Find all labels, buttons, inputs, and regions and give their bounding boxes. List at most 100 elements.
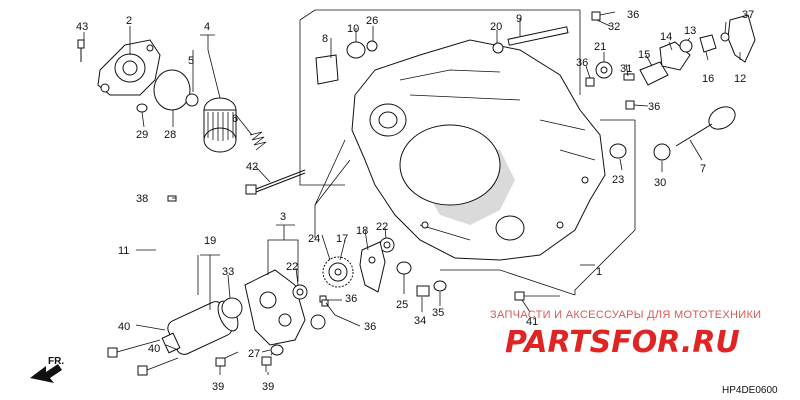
bolt-40a: [107, 339, 161, 358]
callout-41: 41: [526, 316, 538, 328]
callout-29: 29: [136, 129, 148, 141]
callout-31: 31: [620, 63, 632, 75]
arm-18: [359, 241, 386, 293]
callout-36d: 36: [345, 293, 357, 305]
washer-37: [720, 32, 730, 42]
washer-20: [492, 42, 504, 54]
bearing-23: [609, 143, 627, 159]
seal-10: [346, 41, 366, 59]
nut-34: [416, 285, 430, 297]
direction-label: FR.: [48, 356, 64, 367]
callout-24: 24: [308, 233, 320, 245]
watermark-logo: PARTSFOR.RU: [505, 325, 740, 360]
bolt-40b: [137, 357, 179, 376]
callout-8: 8: [322, 33, 328, 45]
callout-17: 17: [336, 233, 348, 245]
diagram-code: HP4DE0600: [722, 385, 778, 396]
callout-36a: 36: [627, 9, 639, 21]
o-ring-28: [153, 69, 191, 111]
washer-26: [366, 40, 378, 52]
callout-36c: 36: [648, 101, 660, 113]
callout-22b: 22: [376, 221, 388, 233]
bearing-22b: [310, 314, 326, 330]
arrow-left-icon: [30, 364, 62, 383]
o-ring-30: [653, 143, 671, 161]
switch-15: [639, 61, 669, 86]
shaft-9: [507, 26, 569, 46]
dipstick-7: [675, 106, 736, 147]
part-16: [699, 34, 717, 53]
gear-17: [322, 256, 354, 288]
pin-36b: [585, 77, 595, 87]
o-ring-5: [185, 93, 199, 107]
callout-27: 27: [248, 348, 260, 360]
callout-11: 11: [118, 245, 129, 257]
watermark: ЗАПЧАСТИ И АКСЕССУАРЫ ДЛЯ МОТОТЕХНИКИ PA…: [490, 309, 761, 360]
spring-6: [249, 131, 267, 151]
callout-36b: 36: [576, 57, 588, 69]
callout-1: 1: [596, 266, 602, 278]
callout-4: 4: [204, 21, 210, 33]
callout-16: 16: [702, 73, 714, 85]
callout-6: 6: [232, 113, 238, 125]
washer-35: [433, 280, 447, 292]
crankcase-cover: [351, 39, 606, 261]
callout-15: 15: [638, 49, 650, 61]
callout-35: 35: [432, 307, 444, 319]
callout-28: 28: [164, 129, 176, 141]
callout-33: 33: [222, 266, 234, 278]
callout-39b: 39: [262, 381, 274, 393]
callout-39a: 39: [212, 381, 224, 393]
callout-42: 42: [246, 161, 258, 173]
callout-14: 14: [660, 31, 672, 43]
callout-5: 5: [188, 55, 194, 67]
bolt-43: [77, 39, 85, 62]
callout-30: 30: [654, 177, 666, 189]
callout-40b: 40: [148, 343, 160, 355]
callout-32: 32: [608, 21, 620, 33]
washer-31: [623, 73, 635, 81]
bolt-39a: [215, 351, 239, 372]
callout-21: 21: [594, 41, 606, 53]
callout-2: 2: [126, 15, 132, 27]
callout-38: 38: [136, 193, 148, 205]
callout-26: 26: [366, 15, 378, 27]
callout-labels: 1 2 3 4 5 6 7 8 9 10 11 12 13 14 15 16 1…: [76, 9, 754, 393]
washer-29: [136, 103, 148, 113]
pin-36d: [591, 11, 601, 21]
front-direction-indicator: FR.: [30, 356, 64, 383]
bolt-41: [514, 291, 560, 301]
callout-9: 9: [516, 13, 522, 25]
washer-27: [270, 344, 284, 356]
bolt-42: [245, 169, 306, 195]
o-ring-13: [679, 39, 693, 53]
callout-19: 19: [204, 235, 216, 247]
callout-3: 3: [280, 211, 286, 223]
callout-23: 23: [612, 174, 624, 186]
part-8: [315, 54, 339, 85]
cover-12: [727, 14, 756, 63]
callout-34: 34: [414, 315, 426, 327]
callout-37: 37: [742, 9, 754, 21]
leader-lines: [83, 11, 741, 375]
callout-10: 10: [347, 23, 359, 35]
callout-43: 43: [76, 21, 88, 33]
callout-36e: 36: [364, 321, 376, 333]
callout-7: 7: [700, 163, 706, 175]
gear-case: [244, 269, 306, 346]
callout-18: 18: [356, 225, 368, 237]
o-ring-33: [221, 297, 243, 319]
callout-12: 12: [734, 73, 746, 85]
callout-20: 20: [490, 21, 502, 33]
callout-40a: 40: [118, 321, 130, 333]
oil-filter: [203, 97, 237, 153]
pin-36c: [625, 100, 635, 110]
clip-38: [167, 195, 177, 202]
filter-cover: [97, 39, 161, 96]
watermark-caption: ЗАПЧАСТИ И АКСЕССУАРЫ ДЛЯ МОТОТЕХНИКИ: [490, 309, 761, 321]
callout-22a: 22: [286, 261, 298, 273]
callout-13: 13: [684, 25, 696, 37]
callout-25: 25: [396, 299, 408, 311]
collar-25: [396, 261, 412, 275]
